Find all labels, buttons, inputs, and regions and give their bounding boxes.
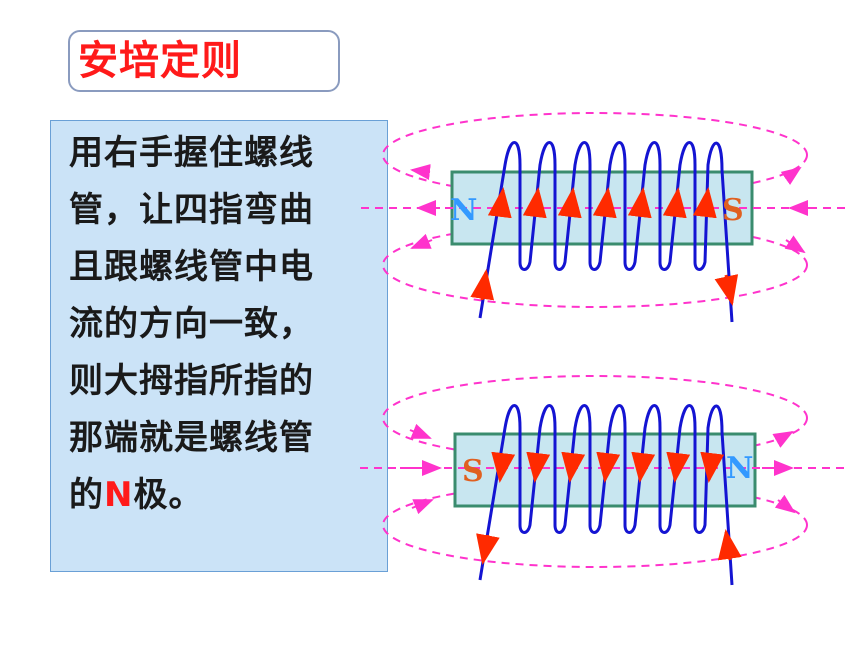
field-arrow-top-1 bbox=[410, 164, 431, 180]
coil-top bbox=[478, 141, 734, 323]
rule-line-3: 且跟螺线管中电 bbox=[69, 247, 314, 287]
solenoid-bottom: S N bbox=[360, 375, 845, 586]
rule-last-suffix: 极。 bbox=[133, 475, 204, 515]
solenoid-top: N S bbox=[360, 112, 845, 323]
pole-bottom-left: S bbox=[462, 454, 484, 489]
field-arrow-top-4 bbox=[784, 235, 806, 254]
pole-bottom-right: N bbox=[726, 451, 753, 486]
current-arrows-bottom bbox=[476, 451, 742, 565]
field-loop-bottom-lower bbox=[382, 482, 808, 568]
current-arrows-top bbox=[470, 187, 739, 306]
field-loop-top-lower bbox=[382, 222, 808, 308]
rule-line-7: 的N极。 bbox=[69, 475, 203, 515]
rule-n-pole: N bbox=[104, 475, 134, 515]
title-box: 安培定则 bbox=[68, 30, 340, 92]
rule-line-1: 用右手握住螺线 bbox=[69, 133, 314, 173]
field-arrow-bottom-4 bbox=[774, 494, 796, 514]
rule-line-6: 那端就是螺线管 bbox=[69, 418, 314, 458]
field-arrow-top-2 bbox=[780, 166, 802, 185]
pole-top-left: N bbox=[450, 193, 477, 228]
field-arrow-bottom-3 bbox=[411, 499, 434, 515]
field-arrow-bottom-1 bbox=[409, 423, 432, 439]
field-arrow-bottom-2 bbox=[772, 431, 794, 448]
coil-bottom bbox=[478, 404, 734, 586]
rule-last-prefix: 的 bbox=[69, 475, 104, 515]
rule-text-box: 用右手握住螺线 管，让四指弯曲 且跟螺线管中电 流的方向一致， 则大拇指所指的 … bbox=[50, 120, 388, 572]
pole-top-right: S bbox=[722, 193, 744, 228]
rule-line-2: 管，让四指弯曲 bbox=[69, 190, 314, 230]
rule-line-4: 流的方向一致， bbox=[69, 304, 314, 344]
field-arrow-top-3 bbox=[410, 233, 433, 249]
field-loop-top-upper bbox=[382, 112, 808, 198]
field-loop-bottom-upper bbox=[382, 375, 808, 461]
rule-line-5: 则大拇指所指的 bbox=[69, 361, 314, 401]
page-title: 安培定则 bbox=[78, 38, 242, 84]
